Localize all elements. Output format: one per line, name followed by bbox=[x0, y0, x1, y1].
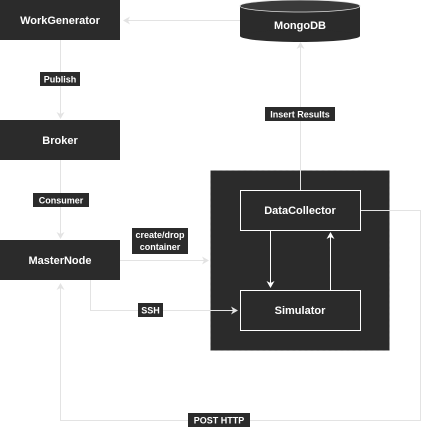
edge-post-http bbox=[56, 210, 421, 421]
edge-ssh bbox=[90, 280, 238, 315]
node-work-generator: WorkGenerator bbox=[0, 0, 120, 40]
label-insert-results: Insert Results bbox=[265, 107, 335, 121]
node-data-collector: DataCollector bbox=[240, 190, 361, 231]
master-node-label: MasterNode bbox=[29, 255, 92, 267]
inner-edges bbox=[266, 230, 335, 290]
label-publish: Publish bbox=[40, 72, 80, 86]
label-consumer: Consumer bbox=[33, 193, 89, 207]
simulator-label: Simulator bbox=[275, 305, 326, 317]
label-create-drop: create/drop container bbox=[132, 228, 188, 254]
node-mongodb: MongoDB bbox=[239, 0, 361, 42]
create-drop-label-line1: create/drop bbox=[135, 230, 185, 240]
mongodb-label: MongoDB bbox=[274, 20, 326, 32]
work-generator-label: WorkGenerator bbox=[20, 15, 101, 27]
post-http-label: POST HTTP bbox=[194, 416, 245, 426]
create-drop-label-line2: container bbox=[140, 242, 181, 252]
node-simulator: Simulator bbox=[240, 290, 361, 331]
label-post-http: POST HTTP bbox=[188, 413, 250, 427]
insert-results-label: Insert Results bbox=[270, 110, 330, 120]
publish-label: Publish bbox=[44, 75, 77, 85]
ssh-label: SSH bbox=[141, 306, 160, 316]
node-master-node: MasterNode bbox=[0, 240, 120, 280]
node-broker: Broker bbox=[0, 120, 120, 160]
consumer-label: Consumer bbox=[39, 196, 84, 206]
label-ssh: SSH bbox=[138, 303, 163, 317]
broker-label: Broker bbox=[42, 135, 78, 147]
data-collector-label: DataCollector bbox=[264, 205, 336, 217]
